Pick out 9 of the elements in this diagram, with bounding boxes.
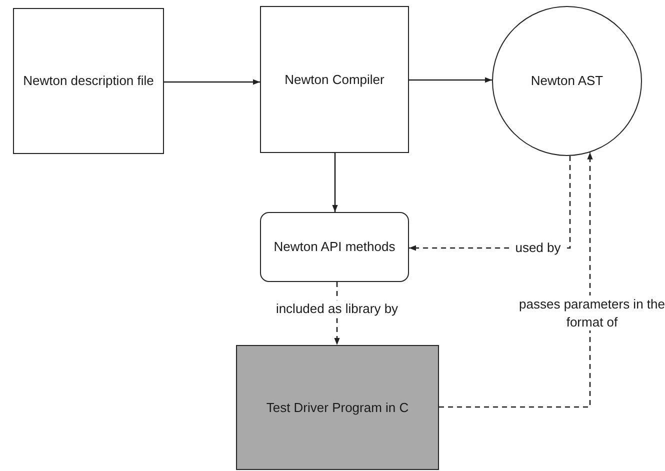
circle-node: Newton AST [492, 6, 642, 156]
process-box: Newton Compiler [260, 6, 409, 153]
arrow [439, 152, 593, 408]
rounded-box: Newton API methods [260, 212, 409, 282]
arrow [164, 79, 260, 85]
arrow [409, 77, 492, 83]
process-box: Newton description file [13, 8, 164, 154]
arrow [332, 153, 338, 212]
shaded-box: Test Driver Program in C [236, 345, 439, 470]
